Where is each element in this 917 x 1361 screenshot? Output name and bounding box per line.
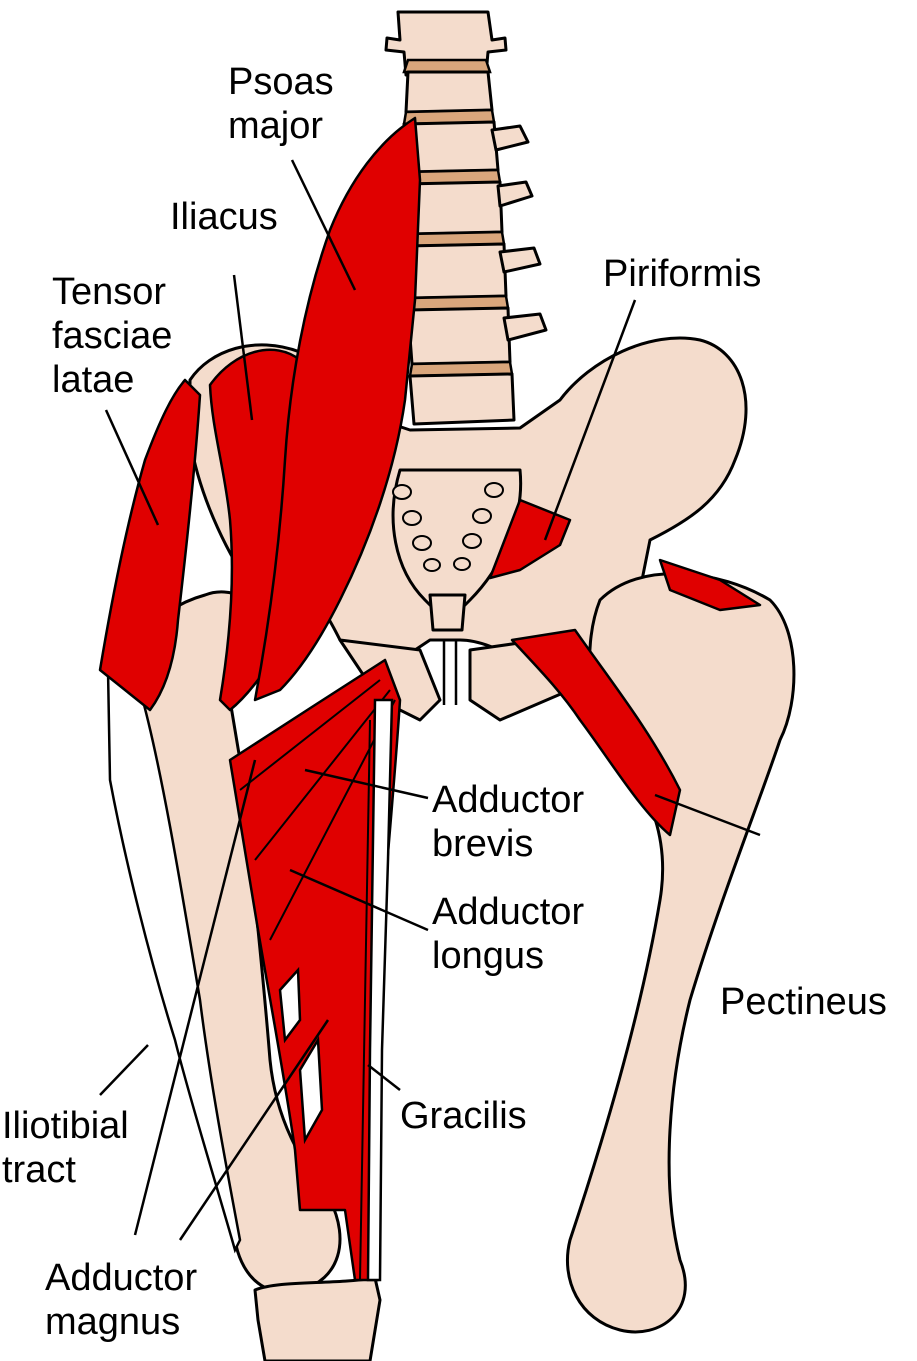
leader-iliotibial-tract bbox=[99, 1044, 149, 1096]
pectineus-muscle bbox=[510, 628, 682, 837]
leader-adductor-brevis bbox=[304, 768, 429, 800]
leader-iliacus bbox=[232, 274, 254, 421]
leader-pectineus bbox=[654, 793, 761, 837]
leader-adductor-longus bbox=[289, 868, 429, 932]
leader-adductor-magnus-b bbox=[178, 1019, 330, 1241]
label-gracilis: Gracilis bbox=[400, 1095, 527, 1137]
label-pectineus: Pectineus bbox=[720, 981, 887, 1023]
leader-lines bbox=[99, 159, 761, 1241]
lumbar-spine bbox=[384, 10, 548, 426]
piriformis-muscle bbox=[488, 498, 762, 612]
psoas-major-muscle bbox=[253, 116, 422, 702]
tensor-fasciae-latae-muscle bbox=[98, 378, 202, 712]
leader-adductor-magnus-a bbox=[133, 759, 257, 1236]
leader-psoas-major bbox=[290, 159, 357, 291]
label-piriformis: Piriformis bbox=[603, 253, 762, 295]
leader-piriformis bbox=[543, 299, 637, 541]
leader-tensor-fasciae-latae bbox=[104, 409, 160, 526]
leader-gracilis bbox=[367, 1064, 401, 1091]
adductor-muscles bbox=[228, 658, 402, 1282]
sacral-foramina bbox=[392, 482, 504, 572]
gracilis-muscle bbox=[366, 698, 394, 1282]
label-iliacus: Iliacus bbox=[170, 196, 278, 238]
iliotibial-tract bbox=[106, 667, 242, 1254]
left-tibia bbox=[253, 1276, 382, 1361]
